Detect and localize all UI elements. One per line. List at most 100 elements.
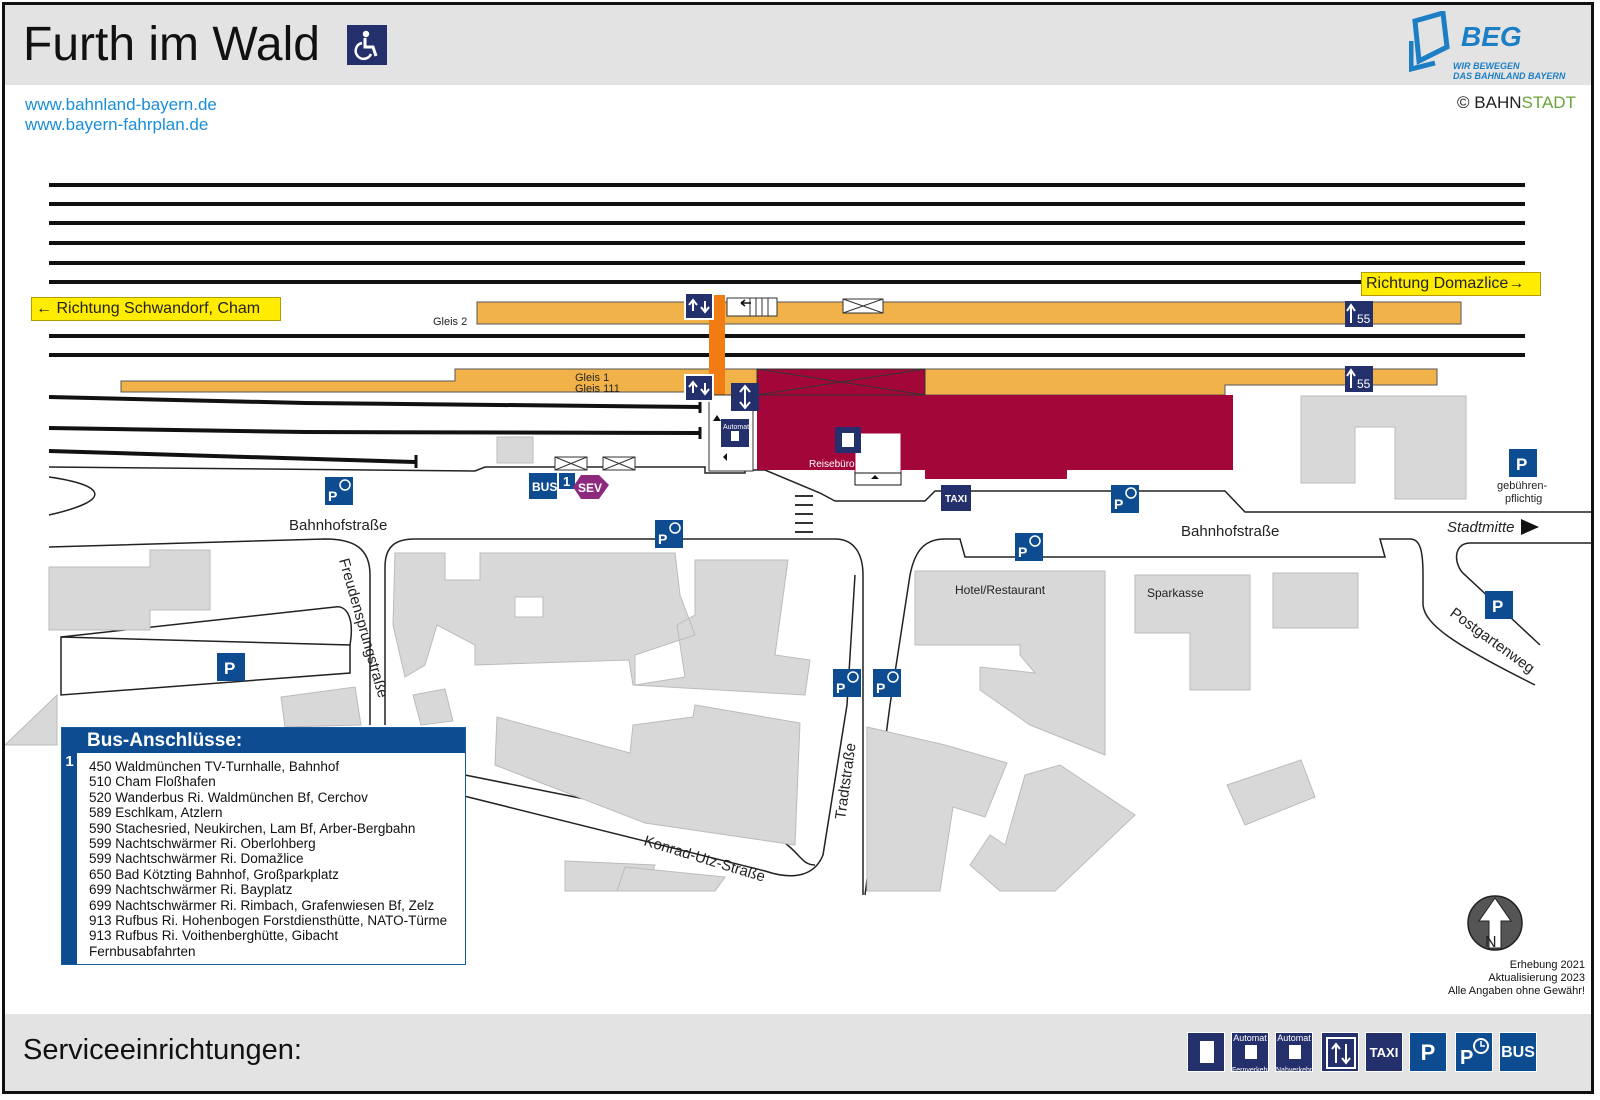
taxi-icon xyxy=(941,485,971,511)
fernverkehr-label: Fernverkehr xyxy=(1232,1067,1270,1074)
building xyxy=(48,549,211,631)
ticket-office-icon xyxy=(835,427,861,453)
direction-east-label: Richtung Domazlice xyxy=(1366,275,1509,292)
automat-label: Automat xyxy=(1233,1033,1267,1043)
arrow-left-icon: ← xyxy=(36,300,52,317)
parking-label: P xyxy=(836,680,845,696)
platform-number: 55 xyxy=(1357,312,1371,326)
gleis111-label: Gleis 111 xyxy=(575,383,620,395)
building xyxy=(866,726,1008,892)
street-freudensprung: Freudensprungstraße xyxy=(335,556,391,699)
ticket-machine-regional-icon: Automat Nahverkehr xyxy=(1275,1032,1313,1074)
beg-logo: BEG WIR BEWEGEN DAS BAHNLAND BAYERN xyxy=(1409,11,1589,83)
parking-icon xyxy=(1485,591,1513,619)
parking-label: P xyxy=(1018,544,1027,560)
station-map: 55 55 Automat BUS 1 SEV TAXI P P P P P P… xyxy=(5,183,1591,951)
fee-label-1: gebühren- xyxy=(1497,480,1547,492)
bus-stop-label: BUS xyxy=(532,480,557,494)
bus-line: 699 Nachtschwärmer Ri. Rimbach, Grafenwi… xyxy=(89,897,435,913)
building xyxy=(496,436,534,464)
lift-icon-hall xyxy=(731,383,759,411)
building xyxy=(616,866,726,892)
bus-stop-number-icon xyxy=(559,473,575,489)
lift-icon xyxy=(1321,1032,1359,1072)
bus-line: 913 Rufbus Ri. Hohenbogen Forstdiensthüt… xyxy=(89,913,448,929)
building xyxy=(392,552,811,696)
bus-line: Fernbusabfahrten xyxy=(89,943,196,959)
street-bahnhofstrasse-east: Bahnhofstraße xyxy=(1181,523,1279,540)
automat-label: Automat xyxy=(1277,1033,1311,1043)
parking-label: P xyxy=(658,531,667,547)
disclaimer: Alle Angaben ohne Gewähr! xyxy=(1448,985,1585,997)
bus-line: 520 Wanderbus Ri. Waldmünchen Bf, Cercho… xyxy=(89,789,368,805)
platform-gleis2 xyxy=(476,301,1462,325)
reisebuero-label: Reisebüro xyxy=(809,459,855,470)
parking-label: P xyxy=(876,680,885,696)
arrow-icon xyxy=(740,299,751,307)
link-bahnland[interactable]: www.bahnland-bayern.de xyxy=(25,95,217,114)
ticket-machine-long-distance-icon: Automat Fernverkehr xyxy=(1231,1032,1270,1074)
escalator-icon xyxy=(1345,301,1373,327)
bus-connections-panel: Bus-Anschlüsse: 1 450 Waldmünchen TV-Tur… xyxy=(61,727,466,965)
beg-claim-1: WIR BEWEGEN xyxy=(1453,61,1520,71)
bus-line: 589 Eschlkam, Atzlern xyxy=(89,805,223,821)
short-term-parking-icon xyxy=(1111,485,1139,513)
station-title: Furth im Wald xyxy=(23,18,320,71)
parking-label: P xyxy=(1114,496,1123,512)
short-term-parking-icon xyxy=(1015,533,1043,561)
fee-label-2: pflichtig xyxy=(1505,493,1542,505)
stairs xyxy=(726,297,778,317)
parking-label: P xyxy=(224,659,235,678)
north-label: N xyxy=(1485,934,1497,951)
sparkasse-label: Sparkasse xyxy=(1147,586,1204,600)
bus-stop-icon xyxy=(529,473,557,499)
short-term-parking-icon: P xyxy=(1455,1032,1493,1072)
short-term-parking-icon xyxy=(325,477,353,505)
header-bar: Furth im Wald BEG WIR BEWEGEN DAS BAHNLA… xyxy=(5,5,1591,85)
beg-wordmark: BEG xyxy=(1461,21,1522,52)
short-term-parking-icon xyxy=(873,669,901,697)
bus-line: 450 Waldmünchen TV-Turnhalle, Bahnhof xyxy=(89,759,340,774)
arrow-icon xyxy=(723,453,727,461)
bus-icon: BUS xyxy=(1499,1032,1537,1072)
building xyxy=(494,704,801,846)
lift-icon-gleis1 xyxy=(684,374,714,402)
track-gleis111 xyxy=(48,426,701,435)
bus-line-list: 450 Waldmünchen TV-Turnhalle, Bahnhof 51… xyxy=(89,759,447,959)
copyright-bahn: BAHN xyxy=(1474,93,1522,112)
courtyard xyxy=(514,596,544,618)
city-buildings xyxy=(5,395,1467,892)
building xyxy=(914,570,1106,756)
bus-line: 510 Cham Floßhafen xyxy=(89,774,216,790)
arrow-icon xyxy=(713,415,721,421)
bus-line: 599 Nachtschwärmer Ri. Oberlohberg xyxy=(89,836,316,852)
track-gleis1 xyxy=(48,395,701,409)
building xyxy=(412,688,454,726)
link-fahrplan[interactable]: www.bayern-fahrplan.de xyxy=(25,115,209,134)
parking-icon xyxy=(217,653,245,681)
parking-label: P xyxy=(1460,1047,1474,1069)
building xyxy=(5,693,58,746)
building xyxy=(969,764,1136,892)
ticket-office-icon xyxy=(1187,1032,1225,1072)
gleis2-label: Gleis 2 xyxy=(433,316,467,328)
parking-icon: P xyxy=(1409,1032,1447,1072)
short-term-parking-icon xyxy=(833,669,861,697)
building xyxy=(1226,759,1316,826)
lift-icon-gleis2 xyxy=(684,292,714,320)
bus-line: 913 Rufbus Ri. Voithenberghütte, Gibacht xyxy=(89,928,339,944)
track-siding xyxy=(48,449,416,464)
footer-bar: Serviceeinrichtungen: Automat Fernverkeh… xyxy=(5,1014,1591,1091)
stadtmitte-label: Stadtmitte xyxy=(1447,519,1515,536)
street-bahnhofstrasse: Bahnhofstraße xyxy=(289,517,387,534)
station-building xyxy=(756,368,1233,486)
crosswalk xyxy=(795,495,813,533)
hotel-label: Hotel/Restaurant xyxy=(955,583,1046,597)
building xyxy=(280,686,362,728)
survey-note: Erhebung 2021 Aktualisierung 2023 Alle A… xyxy=(1448,959,1585,998)
wheelchair-icon xyxy=(347,25,387,65)
copyright-stadt: STADT xyxy=(1521,93,1576,112)
parking-label: P xyxy=(328,488,337,504)
direction-sign-east: Richtung Domazlice→ xyxy=(1361,272,1541,296)
